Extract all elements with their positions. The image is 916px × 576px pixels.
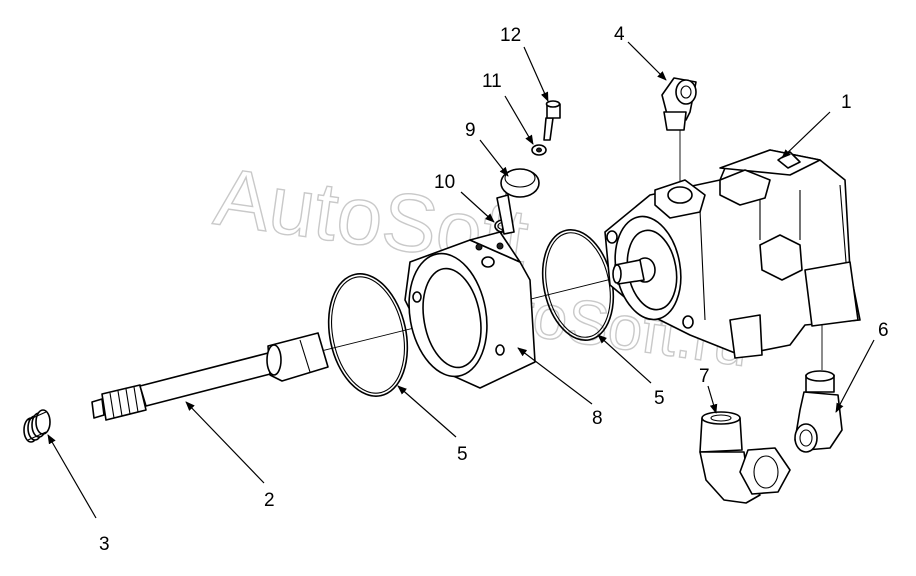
leader-9 (479, 139, 509, 177)
leader-8 (517, 347, 593, 405)
leader-5-right (597, 334, 652, 384)
callout-2: 2 (264, 490, 275, 511)
spring-part (23, 409, 51, 443)
leader-10 (460, 191, 495, 223)
callout-1: 1 (841, 92, 852, 113)
leader-3 (47, 434, 97, 519)
shaft-part (91, 332, 329, 421)
callout-4: 4 (614, 24, 625, 45)
callout-10: 10 (434, 172, 455, 193)
callout-9: 9 (465, 120, 476, 141)
leader-12 (523, 46, 549, 102)
callout-8: 8 (592, 408, 603, 429)
elbow-fitting-right (794, 370, 843, 453)
callout-6: 6 (878, 320, 889, 341)
callout-11: 11 (482, 71, 502, 92)
elbow-fitting-bottom (699, 411, 791, 504)
callout-5-right: 5 (654, 388, 665, 409)
leader-11 (504, 95, 534, 145)
leader-2 (185, 401, 265, 484)
callout-5-left: 5 (457, 444, 468, 465)
leader-4 (627, 41, 667, 81)
leader-lines (47, 41, 875, 519)
elbow-fitting-top (661, 77, 697, 131)
leader-7 (707, 385, 718, 414)
callout-3: 3 (99, 534, 110, 555)
washer-part (531, 144, 547, 156)
screw-part (543, 100, 561, 141)
o-ring-left (327, 273, 409, 397)
pump-body (604, 149, 861, 359)
callout-12: 12 (500, 25, 521, 46)
callout-labels: 1 2 3 4 5 5 6 7 8 9 10 11 12 (99, 24, 889, 555)
leader-6 (835, 339, 875, 413)
cover-plug (496, 168, 540, 235)
flange-part (404, 231, 536, 389)
callout-7: 7 (699, 366, 710, 387)
leader-1 (781, 111, 831, 159)
leader-5-left (397, 385, 457, 438)
